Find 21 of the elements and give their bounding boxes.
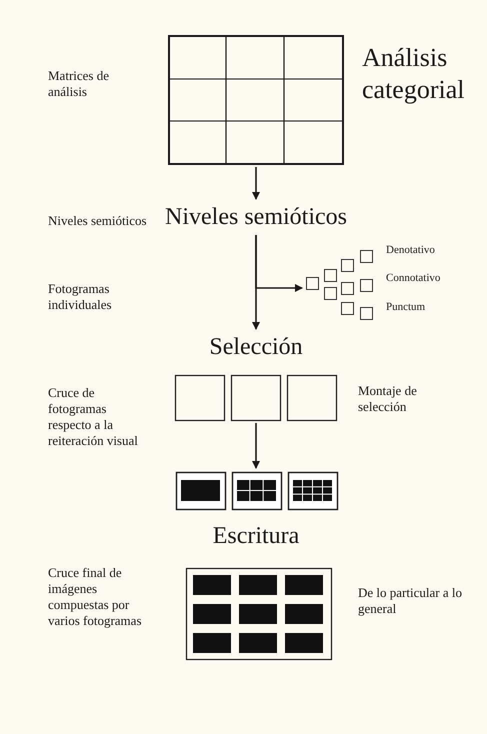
side-note: Niveles semióticos	[48, 213, 148, 229]
section-heading: Análisis categorial	[362, 42, 466, 106]
stage-heading: Selección	[156, 333, 356, 361]
side-note: Fotogramas individuales	[48, 281, 113, 313]
level-label: Connotativo	[386, 272, 442, 285]
arrow	[255, 235, 303, 292]
arrow	[252, 423, 260, 469]
side-note: Montaje de selección	[358, 383, 418, 415]
stage-heading: Escritura	[212, 522, 300, 550]
matrix-grid-drawing	[168, 35, 344, 165]
side-note: Cruce de fotogramas respecto a la reiteración visual	[48, 385, 139, 449]
frame-row-drawing	[175, 375, 337, 421]
arrow	[252, 167, 260, 200]
side-note: De lo particular a lo general	[358, 585, 463, 617]
composite-frames-drawing	[176, 472, 338, 510]
side-note: Matrices de análisis	[48, 68, 110, 100]
level-label: Punctum	[386, 301, 426, 314]
composite-grid-drawing	[186, 568, 332, 660]
level-label: Denotativo	[386, 244, 436, 257]
side-note: Cruce final de imágenes compuestas por varios fotogramas	[48, 565, 143, 629]
stage-heading: Niveles semióticos	[156, 203, 356, 231]
